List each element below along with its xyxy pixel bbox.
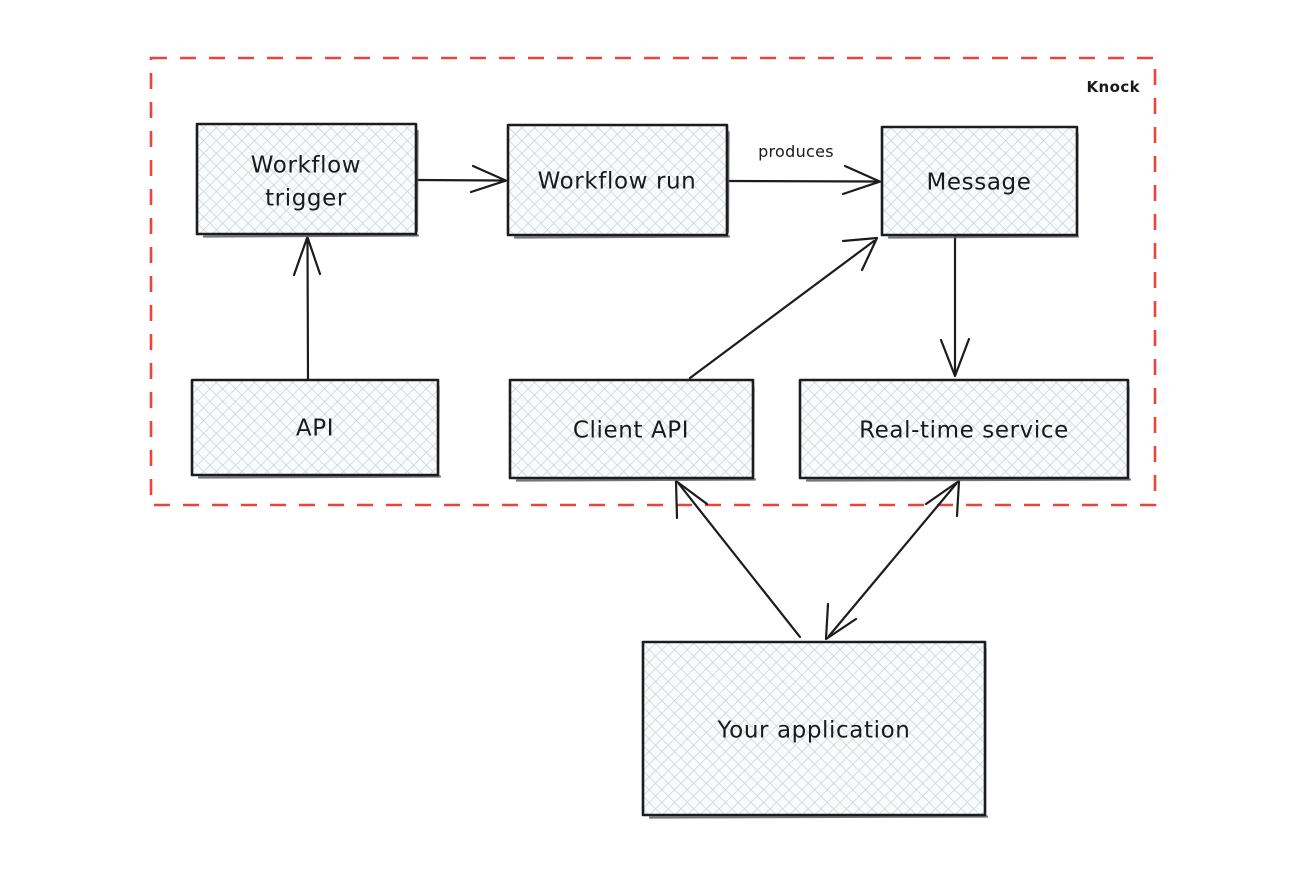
knock-boundary-label: Knock — [1087, 78, 1141, 96]
node-message-box[interactable] — [880, 125, 1079, 237]
node-api-label: API — [296, 416, 334, 442]
node-message-label: Message — [926, 170, 1031, 196]
edge-run-to-message: produces — [726, 142, 882, 196]
node-workflow-trigger-label-line2: trigger — [265, 186, 347, 212]
node-workflow-trigger-label-line1: Workflow — [251, 153, 361, 179]
node-your-application[interactable]: Your application — [641, 640, 989, 819]
edge-your-application-to-client-api — [674, 479, 802, 639]
edge-api-to-trigger — [292, 235, 322, 381]
edge-label-produces: produces — [758, 142, 834, 161]
node-message[interactable]: Message — [880, 125, 1080, 239]
node-client-api[interactable]: Client API — [508, 378, 757, 482]
node-your-application-box[interactable] — [641, 640, 987, 817]
node-api[interactable]: API — [190, 378, 442, 479]
node-real-time-service[interactable]: Real-time service — [798, 378, 1132, 482]
node-api-box[interactable] — [190, 378, 440, 477]
knock-boundary: Knock — [149, 56, 1157, 507]
edge-client-api-to-message — [688, 236, 879, 380]
edge-trigger-to-run — [415, 164, 508, 194]
node-your-application-label: Your application — [717, 718, 911, 744]
node-workflow-trigger-box[interactable] — [195, 122, 418, 236]
node-workflow-run-label: Workflow run — [538, 169, 697, 195]
node-real-time-service-box[interactable] — [798, 378, 1130, 480]
node-client-api-box[interactable] — [508, 378, 755, 480]
node-real-time-service-label: Real-time service — [859, 418, 1069, 444]
node-workflow-run-box[interactable] — [506, 123, 729, 237]
edge-message-to-real-time-service — [939, 235, 971, 378]
node-workflow-trigger[interactable]: Workflow trigger — [195, 122, 420, 238]
knock-boundary-rect — [149, 56, 1157, 507]
node-workflow-run[interactable]: Workflow run — [506, 123, 731, 239]
node-client-api-label: Client API — [573, 418, 689, 444]
